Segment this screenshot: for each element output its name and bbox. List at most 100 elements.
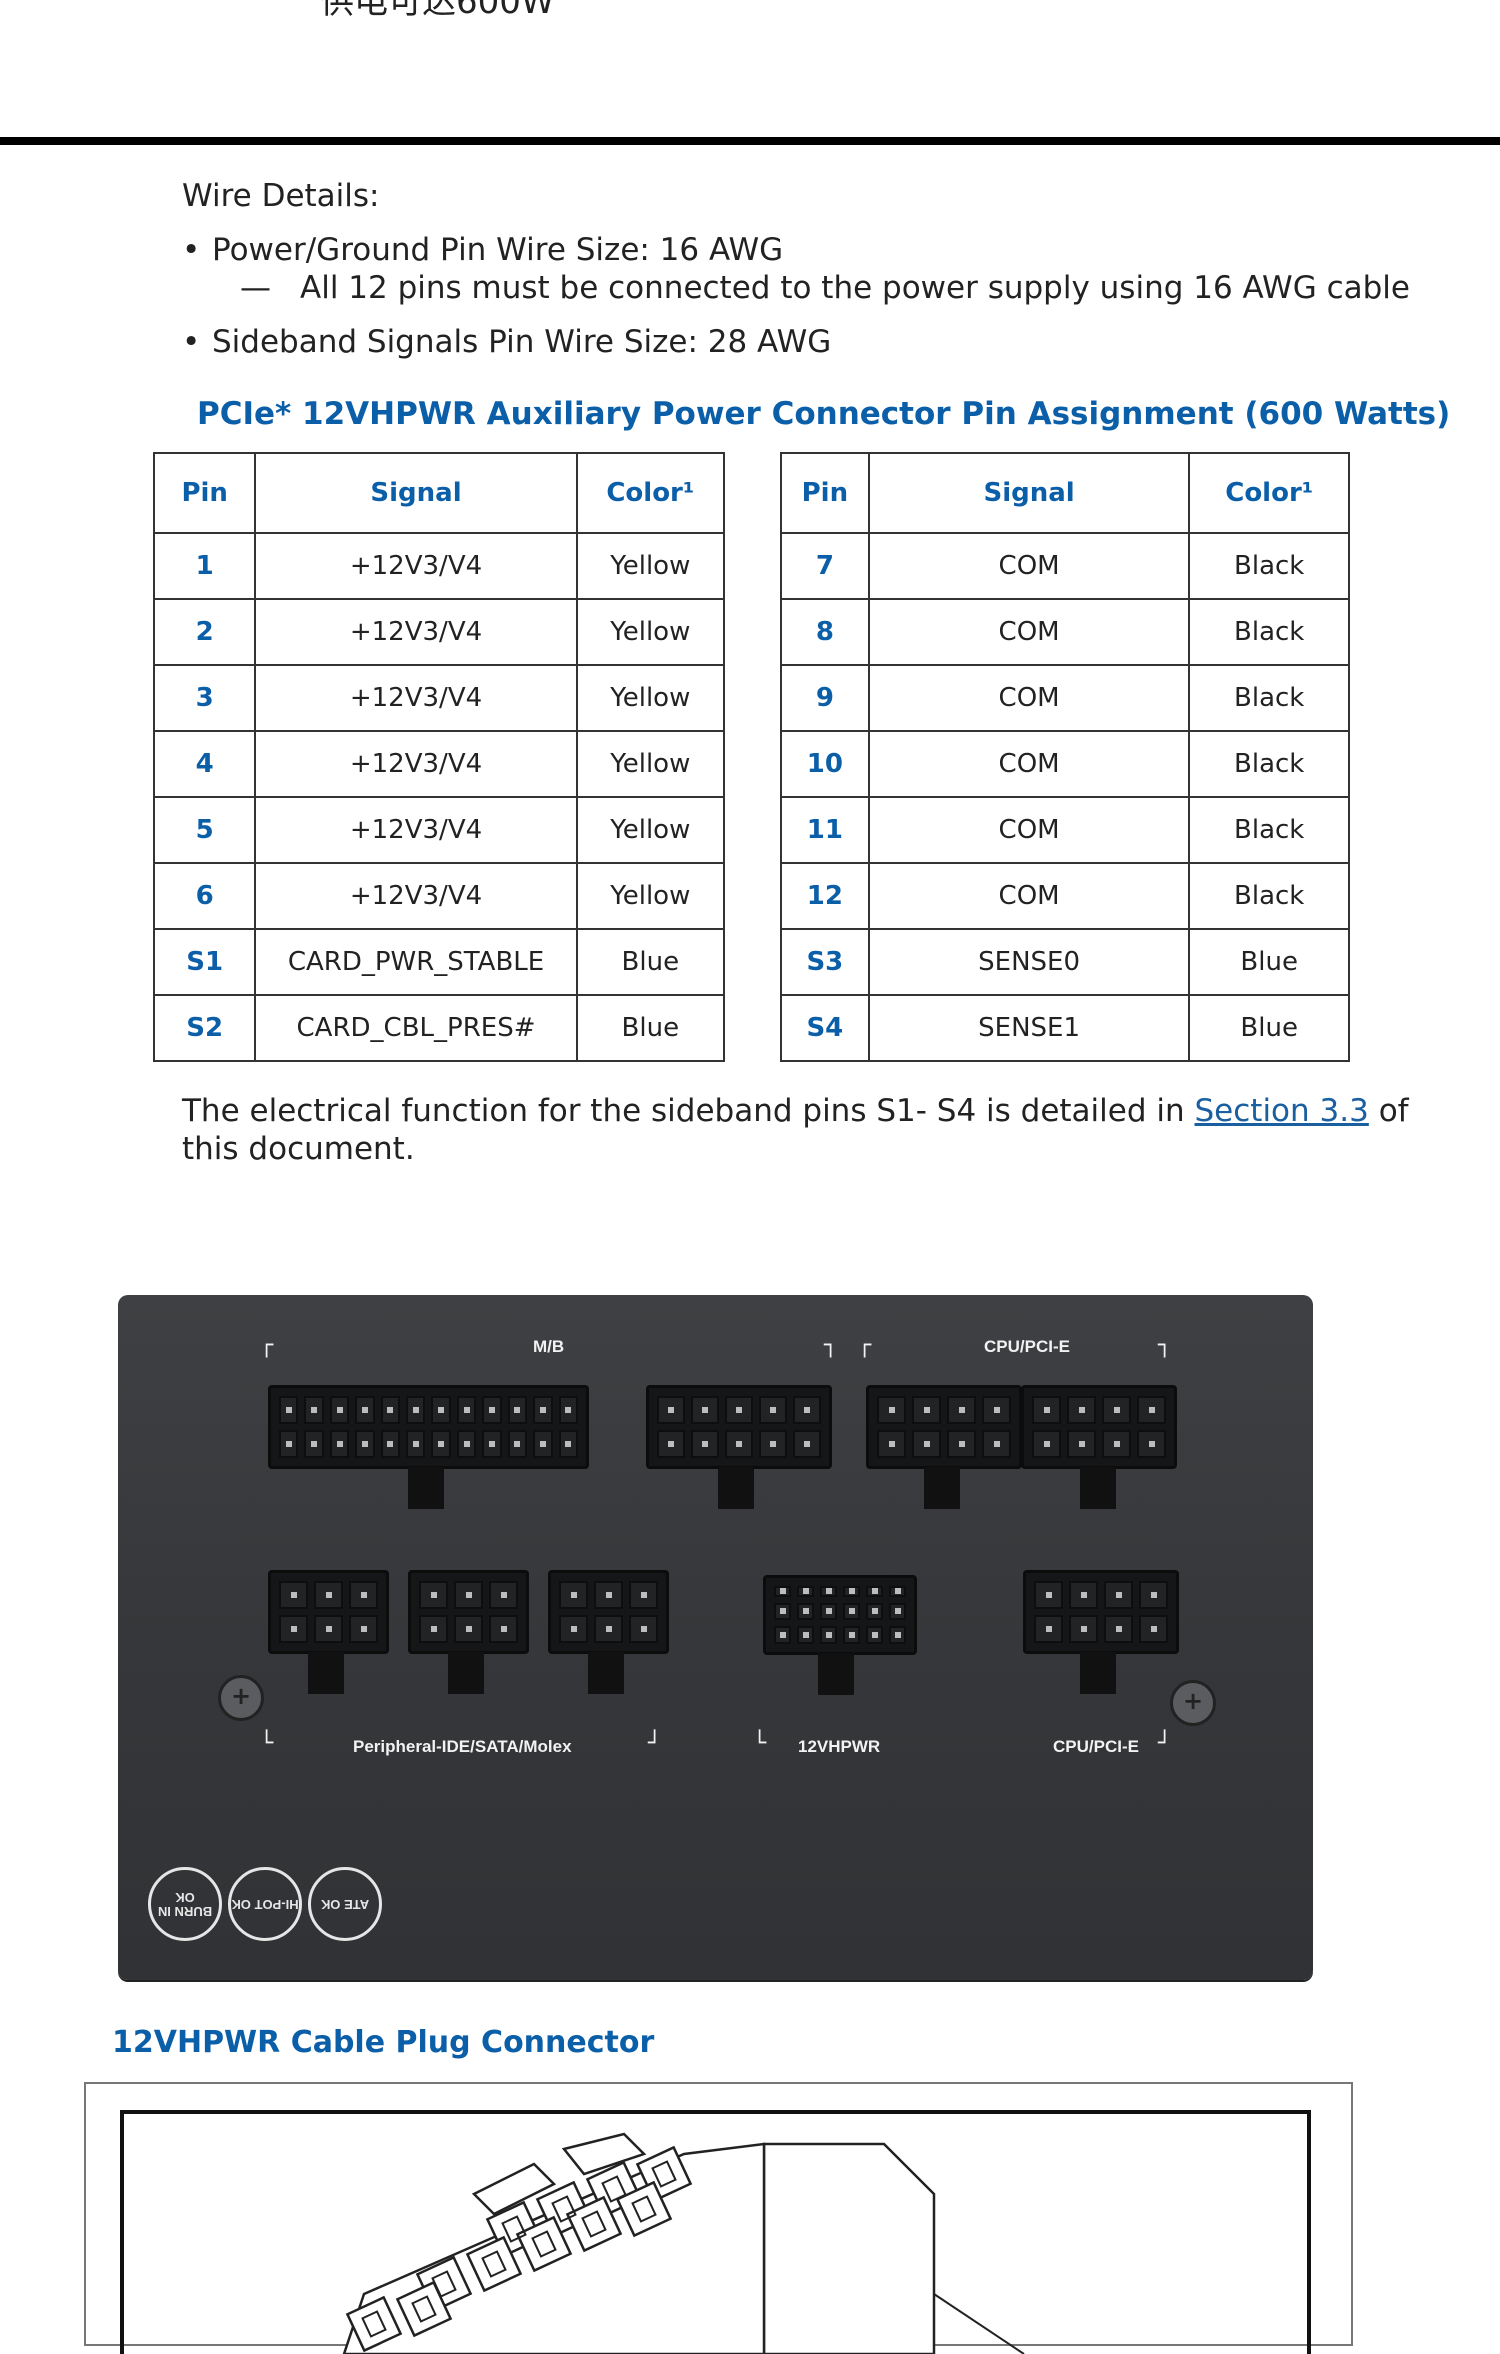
bracket-corner: └ [260,1731,274,1756]
cut-off-heading-text: 供电可达600W [320,0,555,22]
signal-cell: COM [867,598,1191,666]
sub-note-text: All 12 pins must be connected to the pow… [300,270,1410,306]
connector-latch [718,1467,754,1509]
signal-cell: +12V3/V4 [254,598,578,666]
pin-cell: 3 [152,664,257,732]
signal-cell: COM [867,532,1191,600]
sub-note: —All 12 pins must be connected to the po… [240,270,1410,306]
color-cell: Yellow [575,598,726,666]
peripheral-connector-3 [548,1570,669,1654]
sideband-note: The electrical function for the sideband… [182,1092,1432,1168]
connector-latch [1080,1467,1116,1509]
signal-cell: +12V3/V4 [254,532,578,600]
table-header-row: Pin Signal Color¹ [152,452,726,534]
signal-cell: +12V3/V4 [254,796,578,864]
pin-table-title: PCIe* 12VHPWR Auxiliary Power Connector … [197,396,1451,432]
pin-cell: S1 [152,928,257,996]
plug-connector-drawing [120,2110,1311,2354]
header-color: Color¹ [1188,452,1350,534]
color-cell: Yellow [575,730,726,798]
connector-latch [1080,1652,1116,1694]
color-cell: Black [1188,532,1350,600]
pin-cell: 6 [152,862,257,930]
pin-cell: 8 [780,598,870,666]
color-cell: Black [1188,730,1350,798]
signal-cell: +12V3/V4 [254,862,578,930]
pin-cell: 4 [152,730,257,798]
header-pin: Pin [152,452,257,534]
signal-cell: COM [867,862,1191,930]
pin-cell: 9 [780,664,870,732]
table-header-row: Pin Signal Color¹ [780,452,1350,534]
bracket-corner: ┐ [1158,1333,1172,1358]
pin-cell: 11 [780,796,870,864]
color-cell: Black [1188,796,1350,864]
header-signal: Signal [254,452,578,534]
burn-in-ok-stamp: BURN IN OK [148,1867,222,1941]
note-text-after: of this document. [182,1093,1409,1167]
screw-icon [218,1675,264,1721]
hi-pot-ok-stamp: HI-POT OK [228,1867,302,1941]
pin-cell: 10 [780,730,870,798]
note-text-before: The electrical function for the sideband… [182,1093,1195,1129]
label-cpu-pcie-bottom: CPU/PCI-E [1053,1737,1139,1756]
color-cell: Black [1188,862,1350,930]
signal-cell: COM [867,730,1191,798]
connector-latch [818,1653,854,1695]
label-cpu-pcie-top: CPU/PCI-E [984,1337,1070,1356]
color-cell: Blue [575,928,726,996]
peripheral-connector-1 [268,1570,389,1654]
bullet-sideband-text: Sideband Signals Pin Wire Size: 28 AWG [212,324,832,360]
connector-latch [408,1467,444,1509]
mb-24pin-connector [268,1385,589,1469]
bullet-power-ground: •Power/Ground Pin Wire Size: 16 AWG [182,232,784,268]
bracket-corner: ┐ [824,1333,838,1358]
section-divider [0,137,1500,145]
signal-cell: CARD_PWR_STABLE [254,928,578,996]
wire-details-title: Wire Details: [182,178,380,214]
plug-connector-illustration [342,2132,1025,2354]
12vhpwr-connector [763,1575,917,1655]
pin-cell: S2 [152,994,257,1062]
signal-cell: SENSE1 [867,994,1191,1062]
bracket-corner: ┘ [1158,1731,1172,1756]
pin-cell: S3 [780,928,870,996]
psu-modular-panel-photo: ┌ M/B ┐ ┌ CPU/PCI-E ┐ [118,1295,1313,1980]
label-12vhpwr: 12VHPWR [798,1737,881,1756]
header-color: Color¹ [575,452,726,534]
pin-cell: 12 [780,862,870,930]
bullet-sideband: •Sideband Signals Pin Wire Size: 28 AWG [182,324,832,360]
bracket-corner: ┌ [260,1333,274,1358]
connector-latch [588,1652,624,1694]
screw-icon [1170,1680,1216,1726]
color-cell: Yellow [575,664,726,732]
plug-connector-title: 12VHPWR Cable Plug Connector [112,2025,655,2060]
section-link[interactable]: Section 3.3 [1194,1093,1369,1129]
connector-latch [308,1652,344,1694]
signal-cell: +12V3/V4 [254,664,578,732]
mb-secondary-connector [646,1385,832,1469]
color-cell: Black [1188,598,1350,666]
connector-latch [924,1467,960,1509]
peripheral-connector-2 [408,1570,529,1654]
signal-cell: COM [867,664,1191,732]
color-cell: Yellow [575,796,726,864]
cpu-pcie-connector-2 [1021,1385,1177,1469]
pin-cell: 2 [152,598,257,666]
bracket-corner: ┘ [648,1731,662,1756]
